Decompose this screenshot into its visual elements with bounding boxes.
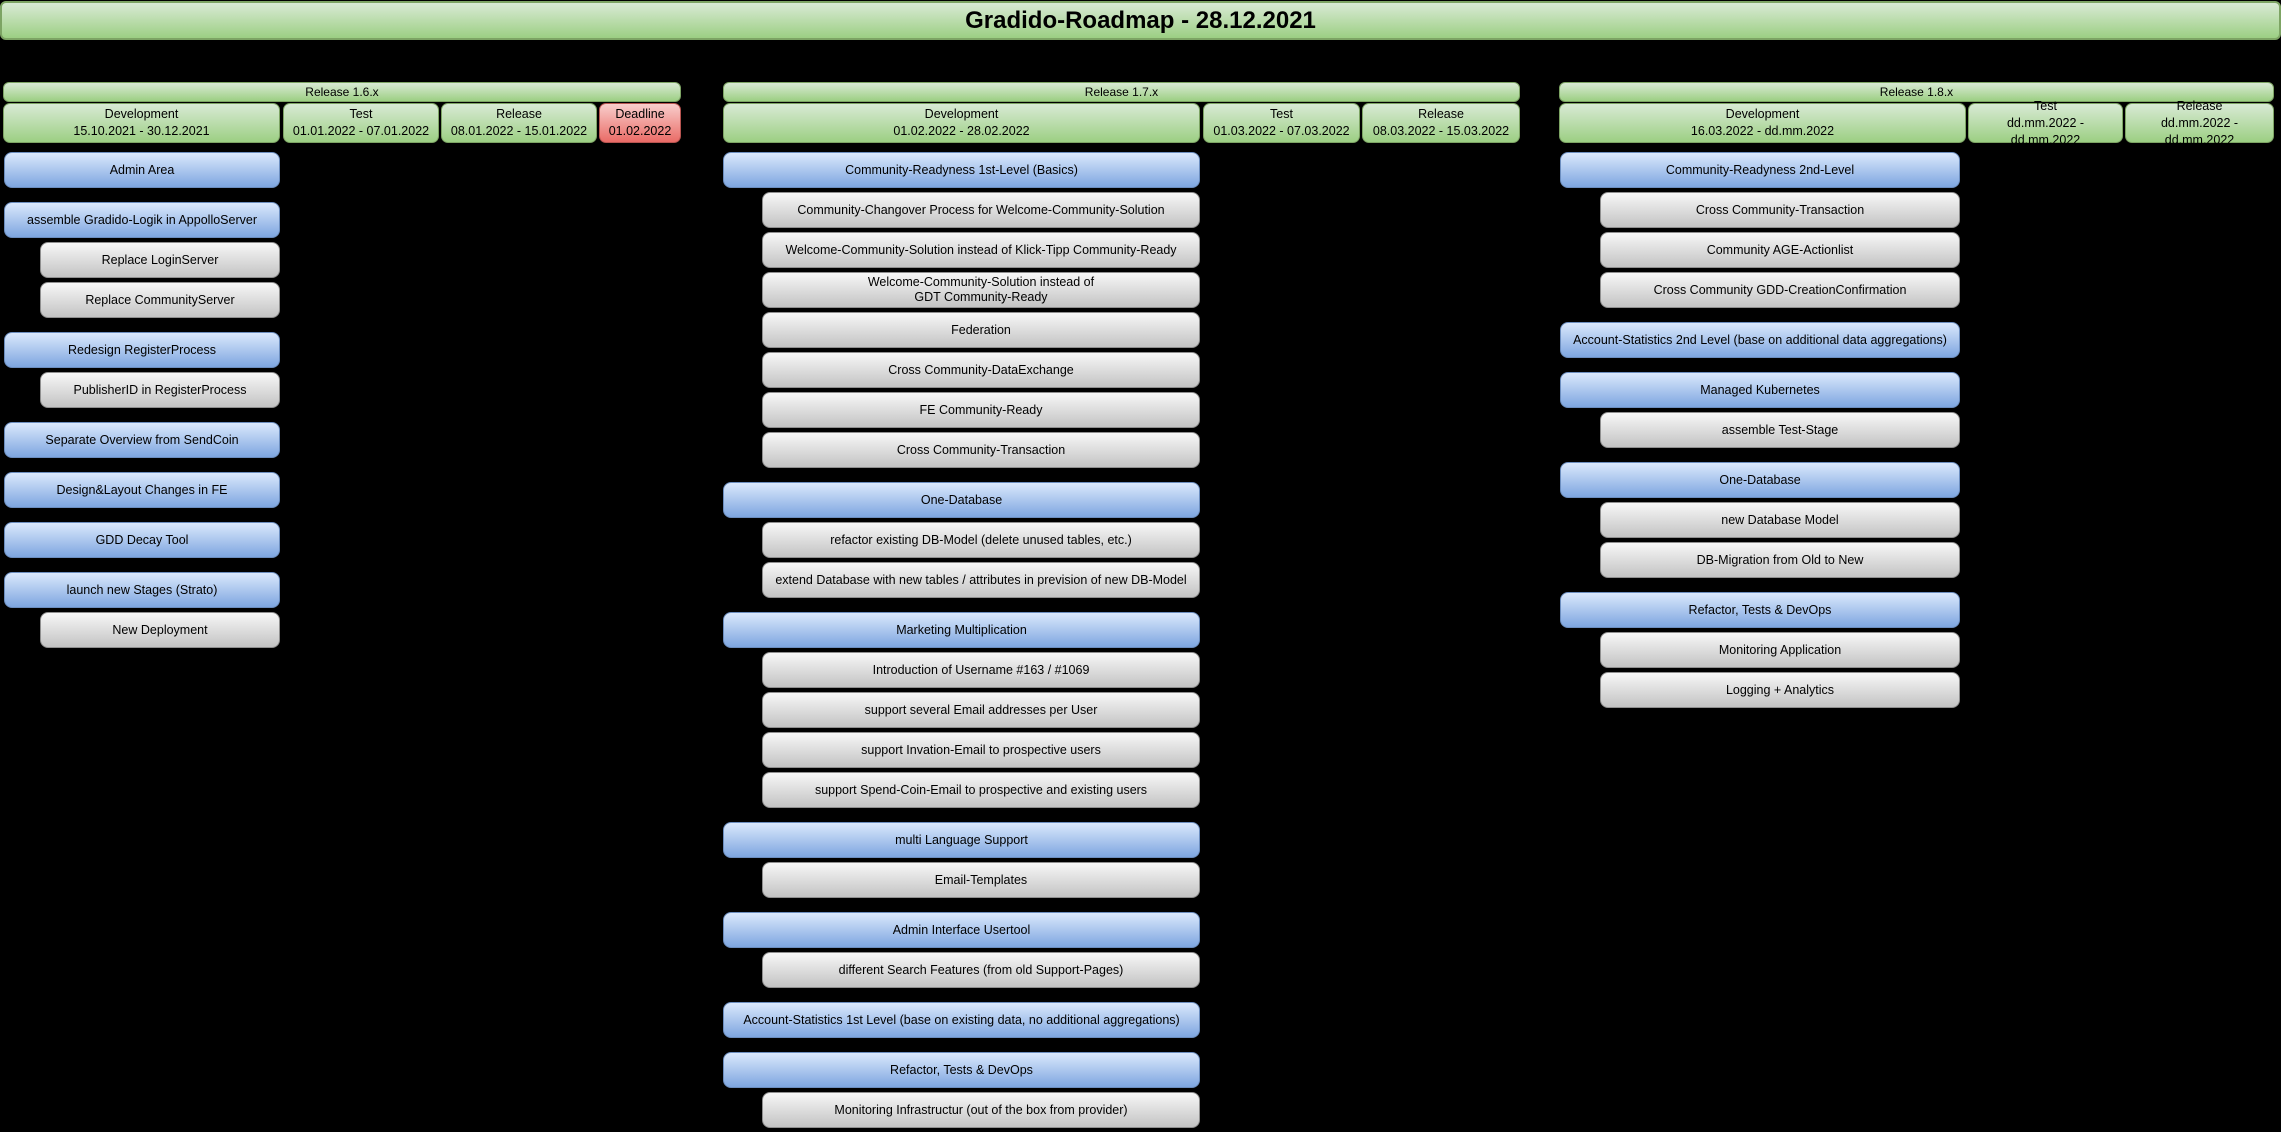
phase-name: Development <box>104 107 179 121</box>
phase-name: Test <box>349 107 373 121</box>
task-item: assemble Test-Stage <box>1600 412 1960 448</box>
phase-dates: 01.02.2022 <box>608 124 672 138</box>
task-group-header: assemble Gradido-Logik in AppolloServer <box>4 202 280 238</box>
roadmap-title: Gradido-Roadmap - 28.12.2021 <box>0 1 2281 40</box>
phase-release: Release 08.03.2022 - 15.03.2022 <box>1362 103 1520 143</box>
task-item: Community AGE-Actionlist <box>1600 232 1960 268</box>
phase-name: Development <box>1725 107 1800 121</box>
task-group-header: Community-Readyness 1st-Level (Basics) <box>723 152 1200 188</box>
task-item: Monitoring Infrastructur (out of the box… <box>762 1092 1200 1128</box>
task-group-header: multi Language Support <box>723 822 1200 858</box>
task-group-header: Separate Overview from SendCoin <box>4 422 280 458</box>
task-group-header: Account-Statistics 2nd Level (base on ad… <box>1560 322 1960 358</box>
phase-dates: dd.mm.2022 - dd.mm.2022 <box>2160 115 2239 147</box>
phase-development: Development 16.03.2022 - dd.mm.2022 <box>1559 103 1966 143</box>
task-item: Email-Templates <box>762 862 1200 898</box>
task-item: support Invation-Email to prospective us… <box>762 732 1200 768</box>
task-item: new Database Model <box>1600 502 1960 538</box>
phase-dates: 08.03.2022 - 15.03.2022 <box>1372 124 1510 138</box>
phase-dates: 15.10.2021 - 30.12.2021 <box>73 124 210 138</box>
task-item: Community-Changover Process for Welcome-… <box>762 192 1200 228</box>
release-header: Release 1.8.x <box>1559 82 2274 102</box>
task-item: Federation <box>762 312 1200 348</box>
phase-test: Test dd.mm.2022 - dd.mm.2022 <box>1968 99 2123 147</box>
phase-development: Development 01.02.2022 - 28.02.2022 <box>723 103 1200 143</box>
task-item: New Deployment <box>40 612 280 648</box>
phase-name: Release <box>2176 98 2223 113</box>
task-group-header: GDD Decay Tool <box>4 522 280 558</box>
task-item: Welcome-Community-Solution instead of Kl… <box>762 232 1200 268</box>
task-group-header: launch new Stages (Strato) <box>4 572 280 608</box>
phase-dates: 01.02.2022 - 28.02.2022 <box>893 124 1030 138</box>
task-item: Replace CommunityServer <box>40 282 280 318</box>
task-item: FE Community-Ready <box>762 392 1200 428</box>
release-header: Release 1.7.x <box>723 82 1520 102</box>
phase-deadline: Deadline 01.02.2022 <box>599 103 681 143</box>
phase-name: Development <box>924 107 999 121</box>
task-group-header: Refactor, Tests & DevOps <box>1560 592 1960 628</box>
task-group-header: Managed Kubernetes <box>1560 372 1960 408</box>
phase-test: Test 01.01.2022 - 07.01.2022 <box>283 103 439 143</box>
phase-release: Release dd.mm.2022 - dd.mm.2022 <box>2125 99 2274 147</box>
phase-name: Release <box>1418 107 1464 121</box>
phase-dates: 01.03.2022 - 07.03.2022 <box>1213 124 1350 138</box>
phase-dates: 08.01.2022 - 15.01.2022 <box>450 124 588 138</box>
task-item: refactor existing DB-Model (delete unuse… <box>762 522 1200 558</box>
phase-dates: 16.03.2022 - dd.mm.2022 <box>1690 124 1835 138</box>
phase-dates: dd.mm.2022 - dd.mm.2022 <box>2006 115 2085 147</box>
task-group-header: Marketing Multiplication <box>723 612 1200 648</box>
task-item: Monitoring Application <box>1600 632 1960 668</box>
task-item: Cross Community-Transaction <box>1600 192 1960 228</box>
phase-name: Release <box>496 107 542 121</box>
task-item: Cross Community-Transaction <box>762 432 1200 468</box>
task-group-header: One-Database <box>723 482 1200 518</box>
task-item: DB-Migration from Old to New <box>1600 542 1960 578</box>
task-item: Logging + Analytics <box>1600 672 1960 708</box>
task-group-header: Admin Interface Usertool <box>723 912 1200 948</box>
task-group-header: Design&Layout Changes in FE <box>4 472 280 508</box>
phase-dates: 01.01.2022 - 07.01.2022 <box>292 124 430 138</box>
task-item: extend Database with new tables / attrib… <box>762 562 1200 598</box>
task-group-header: Redesign RegisterProcess <box>4 332 280 368</box>
phase-test: Test 01.03.2022 - 07.03.2022 <box>1203 103 1360 143</box>
task-group-header: Admin Area <box>4 152 280 188</box>
task-item: different Search Features (from old Supp… <box>762 952 1200 988</box>
task-item: Introduction of Username #163 / #1069 <box>762 652 1200 688</box>
phase-development: Development 15.10.2021 - 30.12.2021 <box>3 103 280 143</box>
task-group-header: Refactor, Tests & DevOps <box>723 1052 1200 1088</box>
task-group-header: Account-Statistics 1st Level (base on ex… <box>723 1002 1200 1038</box>
task-item: Cross Community-DataExchange <box>762 352 1200 388</box>
task-item: Welcome-Community-Solution instead of GD… <box>762 272 1200 308</box>
task-item: support Spend-Coin-Email to prospective … <box>762 772 1200 808</box>
task-item: Cross Community GDD-CreationConfirmation <box>1600 272 1960 308</box>
task-item: PublisherID in RegisterProcess <box>40 372 280 408</box>
task-group-header: One-Database <box>1560 462 1960 498</box>
task-item: support several Email addresses per User <box>762 692 1200 728</box>
phase-release: Release 08.01.2022 - 15.01.2022 <box>441 103 597 143</box>
phase-name: Test <box>1270 107 1293 121</box>
phase-name: Test <box>2034 98 2057 113</box>
release-header: Release 1.6.x <box>3 82 681 102</box>
phase-name: Deadline <box>615 107 665 121</box>
task-item: Replace LoginServer <box>40 242 280 278</box>
task-group-header: Community-Readyness 2nd-Level <box>1560 152 1960 188</box>
